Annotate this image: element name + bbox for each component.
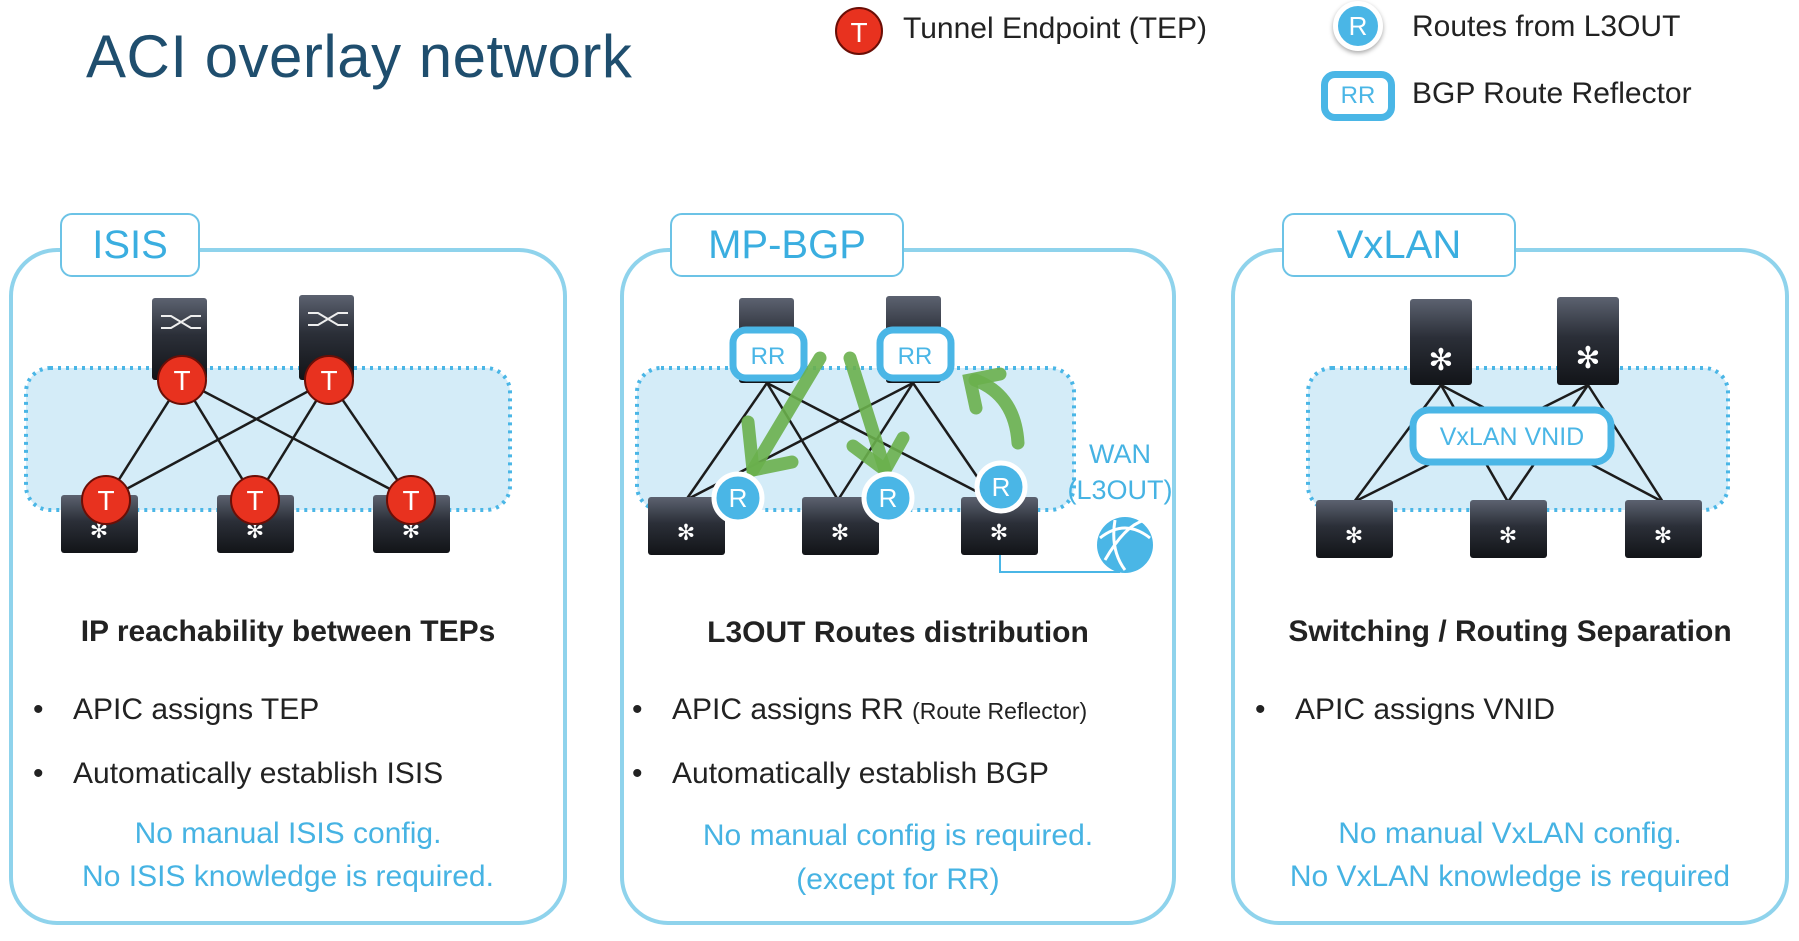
route-icon: R (711, 471, 765, 525)
leaf-switch-icon: ✻ (1625, 500, 1702, 558)
tep-label: T (97, 485, 114, 516)
mpbgp-note-2: (except for RR) (796, 863, 1000, 896)
isis-panel (9, 248, 567, 925)
vnid-label: VxLAN VNID (1440, 423, 1584, 451)
tep-label: T (173, 365, 190, 396)
svg-text:✻: ✻ (1428, 344, 1453, 377)
legend-route-icon: R (1333, 1, 1383, 51)
svg-text:✻: ✻ (1499, 523, 1517, 548)
leaf-switch-icon: ✻ (802, 497, 879, 555)
isis-tab: ISIS (60, 213, 200, 277)
svg-text:✻: ✻ (677, 520, 695, 545)
vxlan-vnid-badge: VxLAN VNID (1409, 406, 1615, 466)
r-label: R (992, 472, 1011, 502)
overlay-region (24, 366, 512, 512)
mpbgp-note-1: No manual config is required. (702, 819, 1094, 852)
mpbgp-bullet-2: •Automatically establish BGP (632, 757, 1049, 790)
isis-heading: IP reachability between TEPs (80, 615, 496, 648)
wan-label: WAN (L3OUT) (1067, 439, 1173, 505)
spine-switch-icon: ✻ (1410, 299, 1472, 385)
wan-globe-icon (1097, 517, 1153, 573)
route-icon: R (861, 471, 915, 525)
route-advertise-arrow (962, 367, 1025, 450)
spine-switch-icon: ✻ (1557, 297, 1619, 385)
mpbgp-heading: L3OUT Routes distribution (707, 616, 1089, 649)
svg-text:✻: ✻ (1654, 523, 1672, 548)
isis-note-1: No manual ISIS config. (134, 817, 442, 850)
isis-bullet-1: •APIC assigns TEP (33, 693, 320, 726)
isis-diagram: ✻ ✻ ✻ T T T T T (24, 295, 512, 553)
mpbgp-tab: MP-BGP (670, 213, 904, 277)
mpbgp-diagram: ✻ ✻ ✻ RR RR R R R (635, 296, 1153, 573)
tep-icon: T (81, 475, 131, 525)
tep-icon: T (304, 355, 354, 405)
r-label: R (879, 483, 898, 513)
tep-label: T (246, 485, 263, 516)
route-reflector-icon: RR (876, 326, 955, 382)
vxlan-panel (1231, 248, 1789, 925)
tep-icon: T (386, 475, 436, 525)
tep-label: T (402, 485, 419, 516)
vxlan-heading: Switching / Routing Separation (1288, 615, 1732, 648)
legend-routes-label: Routes from L3OUT (1412, 10, 1681, 43)
route-reflector-icon: RR (729, 326, 808, 382)
wan-link (999, 555, 1120, 573)
rr-label: RR (751, 343, 786, 370)
route-icon: R (974, 460, 1028, 514)
leaf-switch-icon: ✻ (648, 497, 725, 555)
legend-rr-label: BGP Route Reflector (1412, 77, 1692, 110)
leaf-switch-icon: ✻ (1470, 500, 1547, 558)
tep-icon: T (157, 355, 207, 405)
rr-label: RR (898, 343, 933, 370)
vxlan-bullet-1: •APIC assigns VNID (1255, 693, 1556, 726)
isis-bullet-2: •Automatically establish ISIS (33, 757, 444, 790)
route-distribution-arrow (741, 351, 827, 478)
vxlan-diagram: ✻ ✻ ✻ ✻ ✻ VxLAN VNID (1306, 297, 1730, 558)
svg-text:✻: ✻ (990, 520, 1008, 545)
leaf-switch-icon: ✻ (1316, 500, 1393, 558)
legend-tep-icon: T (835, 7, 883, 55)
legend-tep-label: Tunnel Endpoint (TEP) (903, 12, 1208, 45)
svg-text:✻: ✻ (1345, 523, 1363, 548)
legend-route-reflector-icon: RR (1321, 71, 1395, 121)
route-distribution-arrow (843, 351, 910, 480)
vxlan-note-1: No manual VxLAN config. (1338, 817, 1682, 850)
vxlan-tab: VxLAN (1282, 213, 1516, 277)
r-label: R (729, 483, 748, 513)
mpbgp-bullet-1: •APIC assigns RR (Route Reflector) (632, 693, 1088, 726)
svg-text:✻: ✻ (1575, 342, 1600, 375)
isis-note-2: No ISIS knowledge is required. (82, 860, 494, 893)
page-title: ACI overlay network (86, 23, 633, 90)
vxlan-note-2: No VxLAN knowledge is required (1289, 860, 1731, 893)
svg-text:✻: ✻ (831, 520, 849, 545)
tep-icon: T (230, 475, 280, 525)
border-leaf-switch-icon: ✻ (961, 497, 1038, 555)
tep-label: T (320, 365, 337, 396)
